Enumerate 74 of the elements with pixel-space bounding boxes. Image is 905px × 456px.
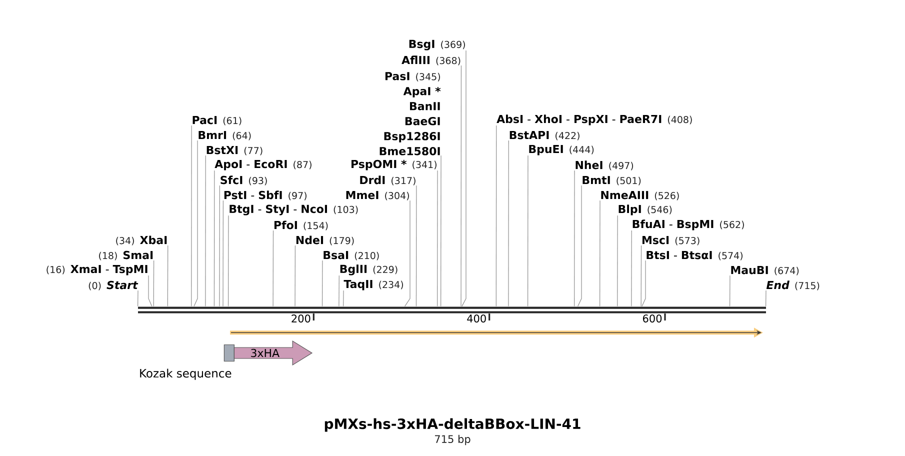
cut-site-label: MmeI (304) [346,191,409,200]
leader-line [153,260,154,307]
cut-site-label: BsgI (369) [409,40,465,50]
leader-line [631,230,632,307]
leader-line [496,125,497,307]
leader-line [440,155,442,307]
leader-line [462,50,466,307]
cut-site-label: TaqII (234) [344,280,404,290]
cut-site-label: BglII (229) [340,264,398,276]
leader-line [642,260,646,307]
leader-line [214,170,215,307]
leader-line [416,185,417,307]
cut-site-label: BtgI - StyI - NcoI (103) [230,204,358,216]
cut-site-label: AbsI - XhoI - PspXI - PaeR7I (408) [496,114,692,126]
cut-site-label: PfoI (154) [274,220,328,230]
dna-backbone [138,306,766,314]
cut-site-label: BmrI (64) [198,131,251,140]
cut-site-label: (18) SmaI [99,250,153,260]
cut-site-label: PacI (61) [192,116,242,126]
leader-line [228,215,229,307]
cut-site-label: PspOMI * (341) [352,160,436,170]
leader-line [404,200,410,307]
leader-line [338,275,340,307]
tick-label: 400 [467,314,486,322]
cut-site-label: MscI (573) [642,236,700,246]
cut-site-label: (16) XmaI - TspMI [46,265,148,276]
cut-site-label: BlpI (546) [618,204,672,216]
leader-line [272,230,274,307]
cut-site-label: NheI (497) [576,160,634,170]
cut-site-label: ApoI - EcoRI (87) [214,160,312,170]
cut-site-label: NmeAIII (526) [601,191,679,200]
feature-box [224,344,234,362]
leader-line [508,140,509,307]
tick-label: 200 [292,314,310,322]
cut-site-label: BpuEI (444) [529,145,594,156]
orf-arrow [230,328,763,338]
cut-site-label: PasI (345) ApaI * BanII BaeGI Bsp1286I Bme1580I [380,72,441,156]
leader-line [527,155,528,307]
feature-block: 3xHA [234,340,313,366]
length-label: 715 bp [435,434,470,446]
cut-site-label: BsaI (210) [324,251,379,260]
cut-site-label: NdeI (179) [296,236,354,246]
cut-site-label: (0) Start [88,280,138,290]
leader-line [460,65,462,307]
leader-line [617,215,618,307]
leader-line [640,245,642,307]
cut-site-label: BtsI - BtsαI (574) [646,251,742,260]
cut-site-label: BstAPI (422) [510,131,580,140]
leader-line [222,200,224,307]
tick-label: 600 [643,314,662,322]
cut-site-label: (34) XbaI [116,236,167,246]
leader-line [574,170,575,307]
cut-site-label: SfcI (93) [220,176,267,186]
leader-line [578,185,582,307]
cut-site-label: BstXI (77) [206,146,262,156]
cut-site-label: BmtI (501) [582,176,641,186]
leader-line [148,275,152,307]
leader-line [294,245,296,307]
cut-site-label: PstI - SbfI (97) [224,190,306,200]
leader-line [167,245,168,307]
leader-line [191,125,192,307]
feature-label: Kozak sequence [140,368,232,380]
leader-line [343,290,344,307]
cut-site-label: BfuAI - BspMI (562) [632,220,744,230]
cut-site-label: End (715) [766,280,820,290]
leader-line [322,260,323,307]
cut-site-label: MauBI (674) [731,266,799,276]
leader-line [219,185,220,307]
leader-line [437,170,438,307]
cut-site-label: DrdI (317) [360,176,416,186]
leader-line [194,140,198,307]
leader-line [205,155,206,307]
cut-site-label: AflIII (368) [402,56,460,66]
map-title: pMXs-hs-3xHA-deltaBBox-LIN-41 [324,418,580,432]
